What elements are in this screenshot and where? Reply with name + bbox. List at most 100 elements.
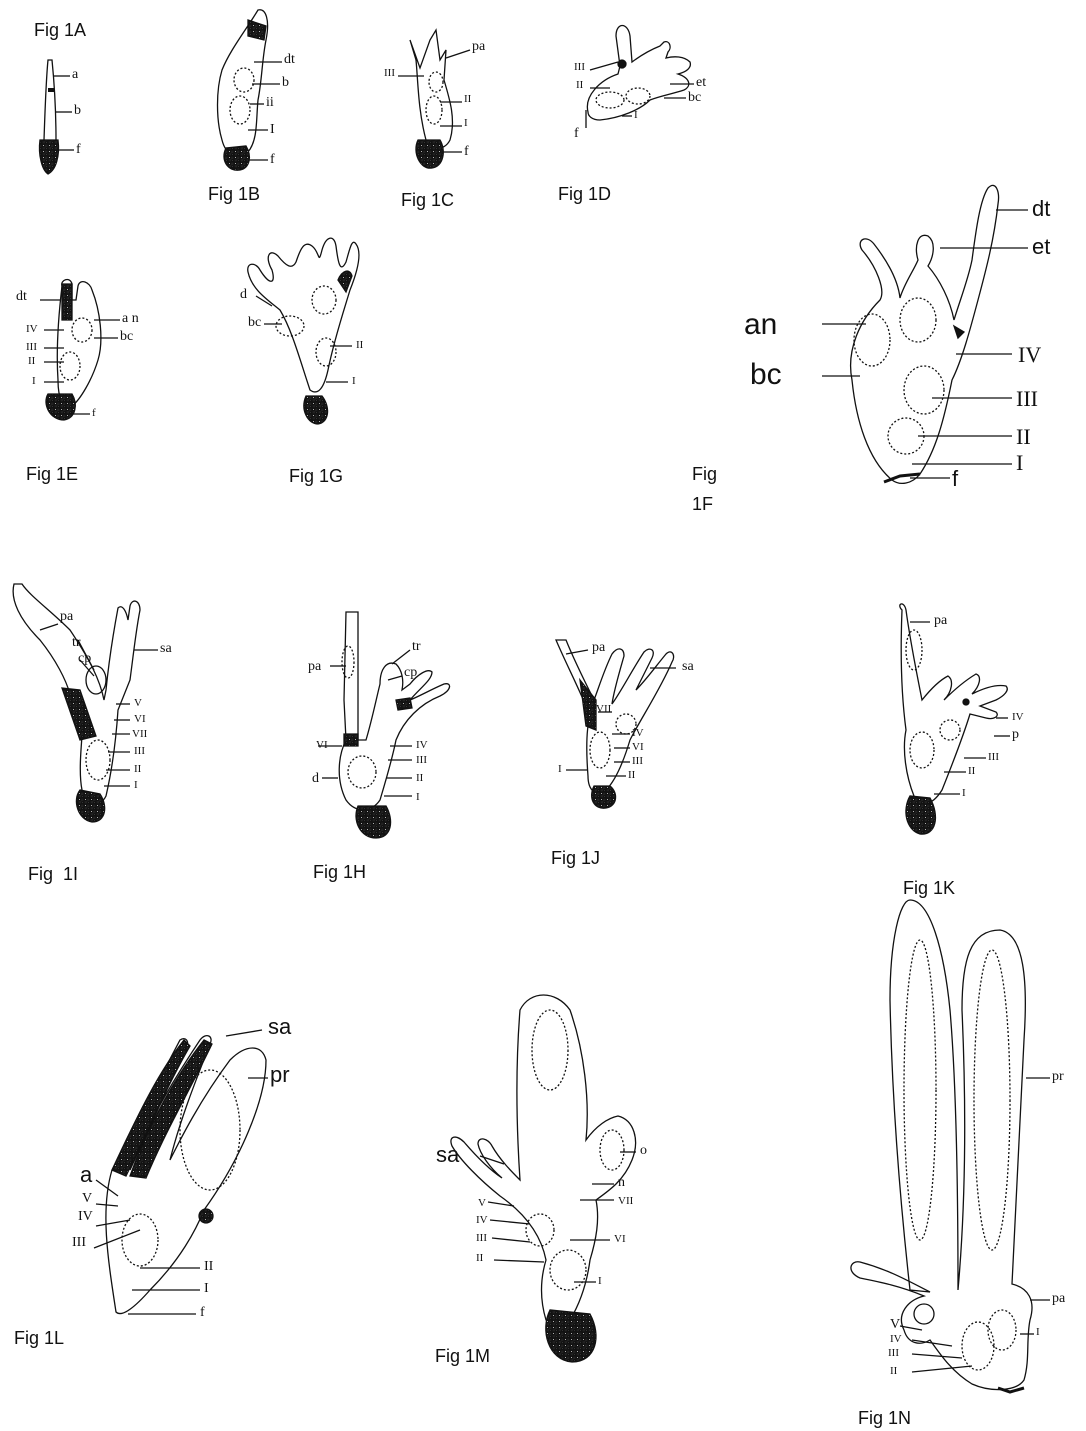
fig-1m-label-vi: VI	[614, 1234, 626, 1245]
fig-1h-drawing	[318, 612, 450, 838]
caption-fig-1m: Fig 1M	[435, 1346, 490, 1367]
fig-1k-label-i: I	[962, 788, 966, 799]
fig-1n-label-ii: II	[890, 1366, 897, 1377]
fig-1h-label-cp: cp	[404, 666, 417, 680]
fig-1d-label-ii: II	[576, 80, 583, 91]
fig-1m-label-vii: VII	[618, 1196, 633, 1207]
fig-1c-label-f: f	[464, 145, 469, 159]
fig-1m-drawing	[451, 995, 636, 1362]
fig-1d-label-i: I	[634, 110, 638, 121]
fig-1f-label-iii: III	[1016, 388, 1038, 410]
caption-fig-1e: Fig 1E	[26, 464, 78, 485]
fig-1i-label-tr: tr	[72, 636, 81, 650]
fig-1i-label-sa: sa	[160, 642, 172, 656]
fig-1a-label-a: a	[72, 68, 78, 82]
fig-1e-drawing	[40, 280, 120, 420]
fig-1h-label-iii: III	[416, 755, 427, 766]
fig-1i-label-vii: VII	[132, 729, 147, 740]
caption-fig-1f-line2: 1F	[692, 494, 713, 515]
fig-1d-label-iii: III	[574, 62, 585, 73]
fig-1n-label-iii: III	[888, 1348, 899, 1359]
fig-1f-label-an: an	[744, 310, 777, 340]
fig-1e-label-f: f	[92, 408, 96, 419]
caption-fig-1i: Fig 1I	[28, 864, 78, 885]
fig-1h-label-vi: VI	[316, 740, 328, 751]
fig-1j-label-iii: III	[632, 756, 643, 767]
fig-1b-label-f: f	[270, 153, 275, 167]
fig-1h-label-iv: IV	[416, 740, 428, 751]
fig-1l-label-iv: IV	[78, 1210, 93, 1224]
caption-fig-1f-line1: Fig	[692, 464, 717, 485]
fig-1i-label-vi: VI	[134, 714, 146, 725]
fig-1i-label-pa: pa	[60, 610, 73, 624]
caption-fig-1d: Fig 1D	[558, 184, 611, 205]
fig-1b-drawing	[218, 10, 283, 170]
fig-1a-drawing	[39, 60, 74, 174]
fig-1e-label-bc: bc	[120, 330, 133, 344]
fig-1g-label-d: d	[240, 288, 247, 302]
fig-1m-label-sa: sa	[436, 1144, 459, 1166]
fig-1n-label-iv: IV	[890, 1334, 902, 1345]
fig-1k-label-pa: pa	[934, 614, 947, 628]
fig-1h-label-pa: pa	[308, 660, 321, 674]
fig-1c-drawing	[398, 30, 470, 168]
fig-1j-label-ii: II	[628, 770, 635, 781]
fig-1l-label-f: f	[200, 1306, 205, 1320]
caption-fig-1h: Fig 1H	[313, 862, 366, 883]
fig-1l-label-i: I	[204, 1282, 209, 1296]
fig-1d-label-f: f	[574, 127, 579, 141]
fig-1e-label-ii: II	[28, 356, 35, 367]
fig-1m-label-iv: IV	[476, 1215, 488, 1226]
fig-1f-label-et: et	[1032, 236, 1050, 258]
fig-1j-label-sa: sa	[682, 660, 694, 674]
fig-1d-label-et: et	[696, 76, 706, 90]
fig-1e-label-iv: IV	[26, 324, 38, 335]
fig-1e-label-iii: III	[26, 342, 37, 353]
fig-1m-label-i: I	[598, 1276, 602, 1287]
fig-1m-label-ii: II	[476, 1253, 483, 1264]
fig-1e-label-dt: dt	[16, 290, 27, 304]
fig-1j-drawing	[556, 640, 676, 808]
fig-1k-label-ii: II	[968, 766, 975, 777]
fig-1f-drawing	[822, 185, 1028, 483]
fig-1i-label-i: I	[134, 780, 138, 791]
fig-1k-drawing	[900, 604, 1010, 834]
fig-1f-label-dt: dt	[1032, 198, 1050, 220]
fig-1a-label-b: b	[74, 104, 81, 118]
fig-1e-label-an: a n	[122, 312, 139, 326]
fig-1h-label-tr: tr	[412, 640, 421, 654]
fig-1f-label-iv: IV	[1018, 344, 1041, 366]
fig-1i-label-iii: III	[134, 746, 145, 757]
caption-fig-1b: Fig 1B	[208, 184, 260, 205]
caption-fig-1k: Fig 1K	[903, 878, 955, 899]
fig-1l-label-a: a	[80, 1164, 92, 1186]
fig-1c-label-i: I	[464, 118, 468, 129]
fig-1m-label-n: n	[618, 1176, 625, 1190]
fig-1k-label-iv: IV	[1012, 712, 1024, 723]
fig-1j-label-vi: VI	[632, 742, 644, 753]
fig-1d-drawing	[586, 26, 694, 129]
caption-fig-1l: Fig 1L	[14, 1328, 64, 1349]
fig-1l-label-ii: II	[204, 1260, 213, 1274]
fig-1k-label-iii: III	[988, 752, 999, 763]
fig-1d-label-bc: bc	[688, 91, 701, 105]
caption-fig-1j: Fig 1J	[551, 848, 600, 869]
fig-1n-drawing	[851, 900, 1050, 1392]
fig-1n-label-pr: pr	[1052, 1070, 1064, 1084]
fig-1c-label-pa: pa	[472, 40, 485, 54]
fig-1f-label-ii: II	[1016, 426, 1031, 448]
fig-1e-label-i: I	[32, 376, 36, 387]
caption-fig-1n: Fig 1N	[858, 1408, 911, 1429]
fig-1l-label-iii: III	[72, 1236, 86, 1250]
fig-1h-label-d: d	[312, 772, 319, 786]
fig-1m-label-o: o	[640, 1144, 647, 1158]
fig-1j-label-vii: VII	[596, 704, 611, 715]
fig-1k-label-p: p	[1012, 728, 1019, 742]
fig-1c-label-iii: III	[384, 68, 395, 79]
caption-fig-1c: Fig 1C	[401, 190, 454, 211]
fig-1f-label-f: f	[952, 468, 958, 490]
fig-1c-label-ii: II	[464, 94, 471, 105]
fig-1h-label-ii: II	[416, 773, 423, 784]
fig-1l-label-pr: pr	[270, 1064, 290, 1086]
